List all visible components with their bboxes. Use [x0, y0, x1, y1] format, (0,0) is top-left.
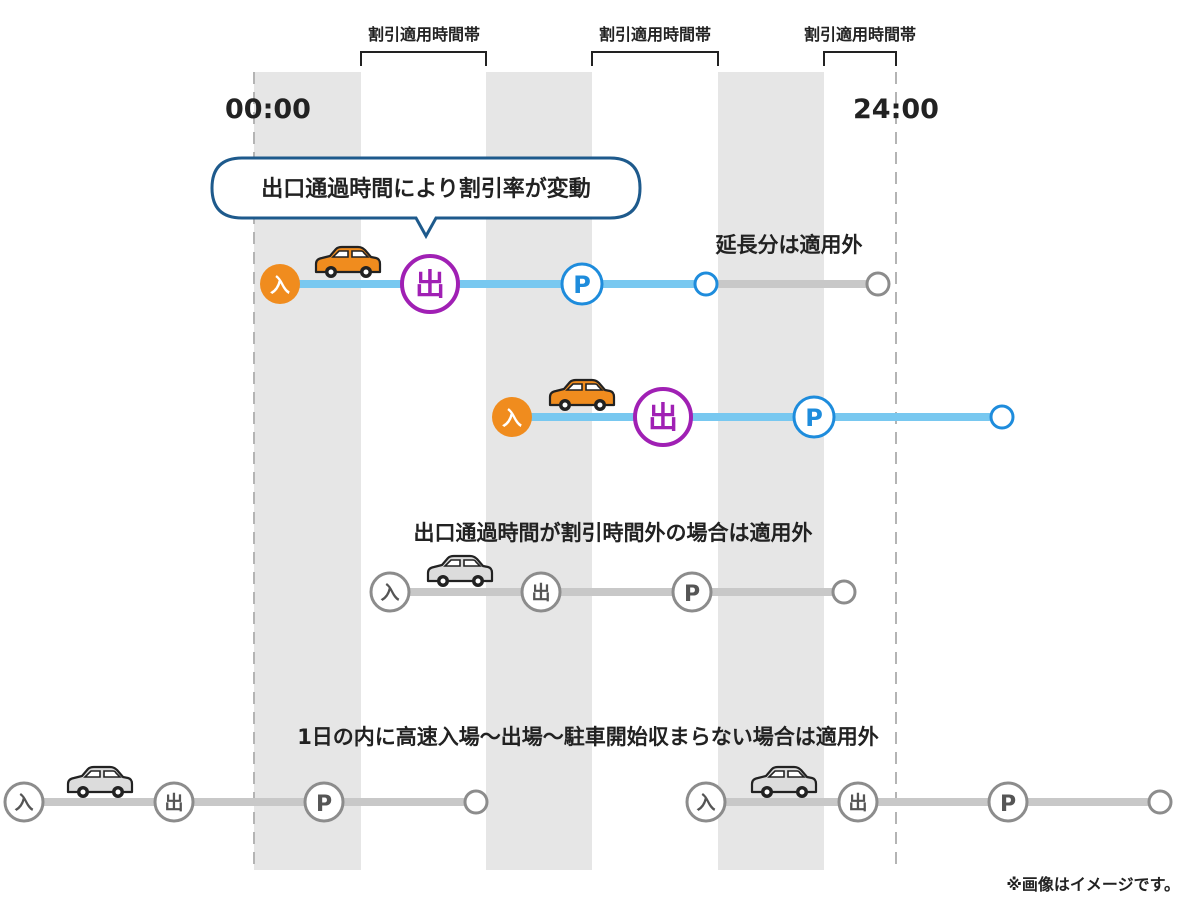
discount-band	[718, 72, 824, 870]
entry-marker-label: 入	[696, 792, 715, 814]
end-point-icon	[693, 271, 719, 297]
parking-marker	[560, 262, 604, 306]
parking-marker-label: P	[684, 582, 700, 607]
end-point-icon	[989, 404, 1015, 430]
entry-marker	[685, 781, 727, 823]
exit-marker	[633, 387, 693, 447]
exit-marker-label: 出	[848, 791, 867, 814]
entry-marker	[492, 397, 532, 437]
exit-marker-label: 出	[164, 791, 183, 814]
parking-marker-label: P	[1000, 792, 1016, 817]
extension-excluded-label: 延長分は適用外	[715, 233, 863, 257]
parking-marker-label: P	[805, 404, 823, 432]
entry-marker-label: 入	[502, 406, 522, 430]
exit-marker	[400, 254, 460, 314]
exit-marker-label: 出	[531, 581, 550, 604]
discount-band-label: 割引適用時間帯	[804, 25, 916, 44]
footnote: ※画像はイメージです。	[1006, 875, 1180, 894]
parking-marker-label: P	[316, 792, 332, 817]
entry-marker-label: 入	[270, 273, 290, 297]
end-point-icon	[1147, 789, 1173, 815]
scenario-row-3: 出口通過時間が割引時間外の場合は適用外 入 出 P	[369, 521, 857, 613]
scenario-row-4: 1日の内に高速入場〜出場〜駐車開始収まらない場合は適用外 入 出 P 入 出 P	[3, 725, 1173, 823]
scenario-row-2: 入 出 P	[492, 378, 1015, 447]
discount-bracket	[591, 51, 719, 66]
exit-marker	[837, 781, 879, 823]
entry-marker-label: 入	[380, 582, 399, 604]
discount-bracket	[823, 51, 897, 66]
car-icon	[66, 765, 134, 800]
discount-bracket	[360, 51, 487, 66]
parking-marker	[792, 395, 836, 439]
entry-marker-label: 入	[14, 792, 33, 814]
car-icon	[426, 554, 494, 589]
exit-outside-excluded-label: 出口通過時間が割引時間外の場合は適用外	[414, 521, 813, 545]
discount-band-label: 割引適用時間帯	[599, 25, 711, 44]
not-within-day-excluded-label: 1日の内に高速入場〜出場〜駐車開始収まらない場合は適用外	[297, 725, 879, 749]
exit-time-bubble-text: 出口通過時間により割引率が変動	[261, 176, 591, 202]
exit-marker-label: 出	[415, 268, 445, 303]
end-point-icon	[463, 789, 489, 815]
time-end-label: 24:00	[853, 94, 939, 125]
parking-marker	[671, 571, 713, 613]
discount-band-label: 割引適用時間帯	[368, 25, 480, 44]
parking-marker	[987, 781, 1029, 823]
end-point-icon	[831, 579, 857, 605]
discount-period-brackets	[360, 51, 897, 66]
entry-marker	[3, 781, 45, 823]
end-point-icon	[865, 271, 891, 297]
entry-marker	[260, 264, 300, 304]
time-start-label: 00:00	[225, 94, 311, 125]
parking-marker	[303, 781, 345, 823]
entry-marker	[369, 571, 411, 613]
exit-marker	[520, 571, 562, 613]
exit-marker	[153, 781, 195, 823]
exit-marker-label: 出	[648, 401, 678, 436]
parking-marker-label: P	[573, 271, 591, 299]
exit-time-bubble: 出口通過時間により割引率が変動	[210, 156, 642, 240]
scenario-row-1: 延長分は適用外 入 出 P	[260, 233, 891, 314]
